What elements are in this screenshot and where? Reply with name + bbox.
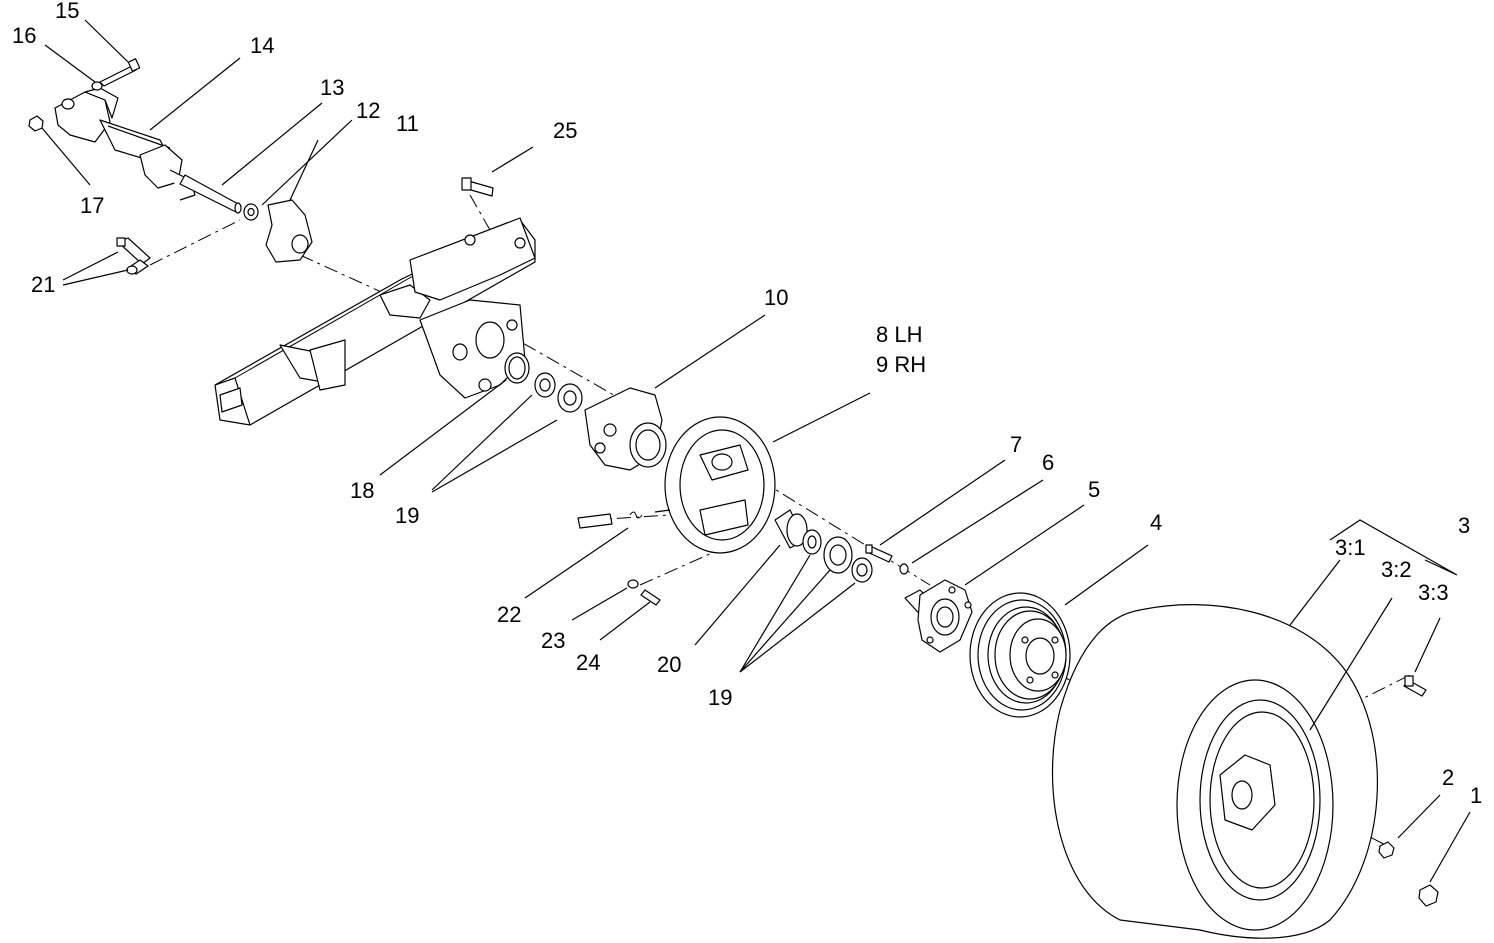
callout-10: 10 (764, 285, 788, 310)
callout-6: 6 (1042, 450, 1054, 475)
callout-15: 15 (55, 0, 79, 23)
bolts-21-25 (116, 177, 494, 275)
callout-19-lower: 19 (708, 685, 732, 710)
callout-20: 20 (657, 652, 681, 677)
leader-lines (41, 19, 1471, 883)
callout-1: 1 (1470, 783, 1482, 808)
brake-shoe-assembly (577, 416, 776, 606)
callout-labels: 1 2 3 3:1 3:2 3:3 4 5 6 7 8 LH 9 RH 10 1… (12, 0, 1482, 808)
callout-25: 25 (553, 118, 577, 143)
callout-24: 24 (576, 650, 600, 675)
callout-11: 11 (396, 111, 419, 136)
callout-12: 12 (356, 98, 380, 123)
callout-5: 5 (1088, 477, 1100, 502)
frame-assembly (214, 217, 536, 426)
brake-drum-4 (969, 592, 1071, 718)
wheel-and-tire-3 (1051, 604, 1439, 939)
callout-19-upper: 19 (395, 503, 419, 528)
callout-21: 21 (31, 272, 55, 297)
callout-3: 3 (1458, 513, 1470, 538)
brake-housing-10 (584, 387, 667, 471)
callout-23: 23 (541, 628, 565, 653)
callout-2: 2 (1442, 765, 1454, 790)
callout-18: 18 (350, 478, 374, 503)
callout-16: 16 (12, 23, 36, 48)
callout-3-1: 3:1 (1335, 535, 1366, 560)
bolt-7-washer-6 (865, 544, 909, 575)
seal-and-bearings (504, 352, 583, 413)
callout-4: 4 (1150, 510, 1162, 535)
callout-7: 7 (1010, 432, 1022, 457)
callout-3-2: 3:2 (1381, 557, 1412, 582)
callout-8: 8 LH (876, 322, 922, 347)
callout-3-3: 3:3 (1418, 580, 1449, 605)
callout-14: 14 (250, 33, 274, 58)
axle-bearings (774, 509, 873, 583)
callout-13: 13 (320, 75, 344, 100)
wheel-hub-5 (904, 579, 973, 653)
callout-17: 17 (80, 193, 104, 218)
callout-22: 22 (497, 602, 521, 627)
drive-shaft-assembly (28, 58, 313, 263)
callout-9: 9 RH (876, 352, 926, 377)
